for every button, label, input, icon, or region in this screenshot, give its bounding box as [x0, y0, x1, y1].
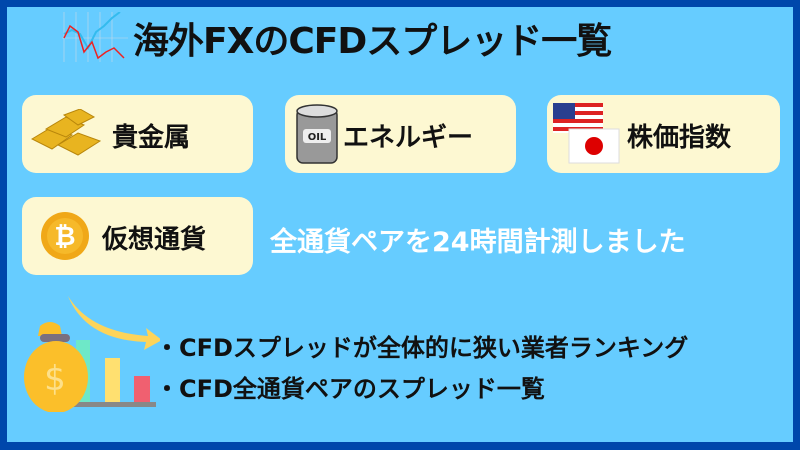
gold-bars-icon: [30, 109, 102, 156]
bitcoin-icon: ₿: [41, 212, 89, 260]
bullet-item: ・CFD全通貨ペアのスプレッド一覧: [155, 375, 545, 403]
category-card-crypto: ₿ 仮想通貨: [22, 197, 253, 275]
category-card-stock-index: 株価指数: [547, 95, 780, 173]
money-bag-chart-icon: $: [24, 296, 160, 412]
category-label: エネルギー: [343, 123, 474, 153]
page-title: 海外FXのCFDスプレッド一覧: [133, 21, 612, 62]
category-card-energy: OIL エネルギー: [285, 95, 516, 173]
category-label: 仮想通貨: [102, 225, 207, 255]
category-card-precious-metals: 貴金属: [22, 95, 253, 173]
svg-text:OIL: OIL: [308, 132, 327, 143]
svg-text:$: $: [44, 359, 66, 399]
oil-barrel-icon: OIL: [296, 104, 338, 164]
chart-line-icon: [62, 12, 128, 62]
category-label: 株価指数: [627, 123, 732, 153]
us-japan-flags-icon: [553, 103, 620, 164]
svg-text:₿: ₿: [54, 222, 75, 252]
bullet-item: ・CFDスプレッドが全体的に狭い業者ランキング: [155, 334, 689, 362]
measurement-note: 全通貨ペアを24時間計測しました: [270, 227, 686, 258]
category-label: 貴金属: [112, 123, 191, 153]
